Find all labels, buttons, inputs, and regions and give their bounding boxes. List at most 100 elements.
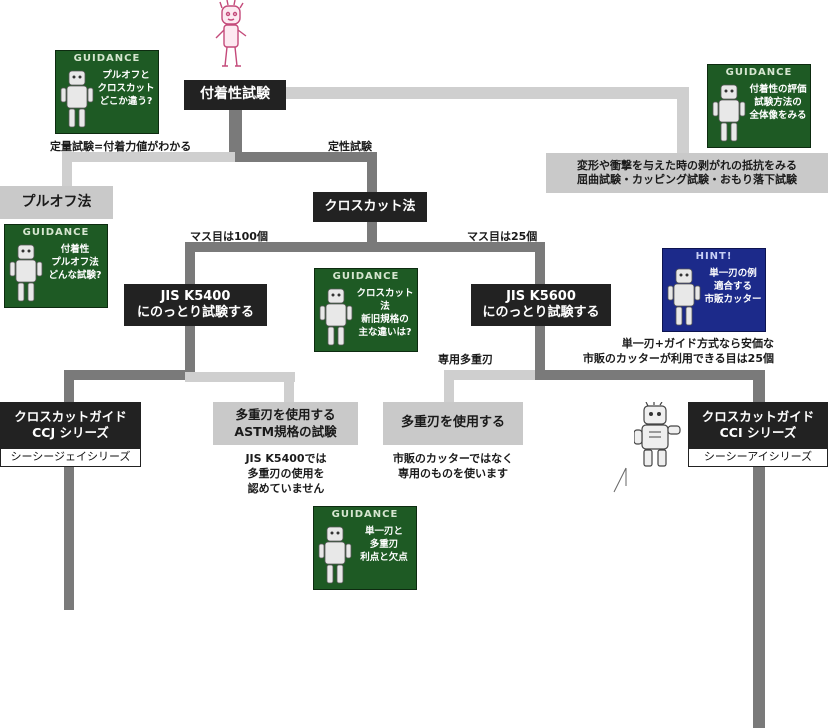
connector-line	[535, 326, 545, 374]
connector-line	[444, 370, 454, 402]
card-text: 付着性の評価 試験方法の 全体像をみる	[748, 83, 808, 122]
node-label: クロスカット法	[324, 198, 416, 214]
card-line: プルオフ法	[51, 257, 99, 268]
grid-100-label: マス目は100個	[190, 230, 268, 243]
note-line: 認めていません	[247, 482, 325, 495]
note-line: 単一刃+ガイド方式なら安価な	[621, 337, 774, 350]
robot-icon	[60, 70, 94, 128]
node-label: CCI シリーズ	[719, 425, 797, 440]
card-line: 付着性	[60, 244, 90, 255]
qualitative-label: 定性試験	[328, 140, 372, 153]
card-line: どんな試験?	[48, 270, 102, 281]
card-line: 利点と欠点	[360, 552, 408, 563]
guidance-card[interactable]: GUIDANCE 付着性の評価 試験方法の 全体像をみる	[707, 64, 811, 148]
grid-25-label: マス目は25個	[467, 230, 538, 243]
node-label: JIS K5400	[160, 288, 231, 304]
cross-cut-node: クロスカット法	[313, 192, 427, 222]
card-header: GUIDANCE	[22, 227, 90, 238]
node-sublabel: シーシージェイシリーズ	[10, 450, 131, 463]
ccj-series-subtitle: シーシージェイシリーズ	[0, 448, 141, 467]
impact-test-node: 変形や衝撃を与えた時の剥がれの抵抗をみる 屈曲試験・カッピング試験・おもり落下試…	[546, 153, 828, 193]
adhesion-test-node: 付着性試験	[184, 80, 286, 110]
node-label: にのっとり試験する	[482, 305, 600, 320]
connector-line	[444, 370, 544, 380]
accent-mark-icon	[613, 467, 627, 493]
connector-line	[64, 370, 74, 610]
card-line: クロスカット	[97, 83, 155, 94]
connector-line	[367, 222, 377, 250]
card-line: どこか違う?	[99, 96, 153, 107]
card-line: 適合する	[713, 281, 752, 292]
card-line: 新旧規格の	[361, 314, 409, 325]
quantitative-label: 定量試験=付着力値がわかる	[50, 140, 192, 153]
multi-blade-node: 多重刃を使用する	[383, 402, 523, 445]
card-line: 付着性の評価	[749, 84, 807, 95]
connector-line	[185, 372, 295, 382]
connector-line	[185, 242, 545, 252]
guidance-card[interactable]: GUIDANCE プルオフと クロスカット どこか違う?	[55, 50, 159, 134]
note-line: 市販のカッターが利用できる目は25個	[582, 352, 774, 365]
note-line: JIS K5400では	[245, 452, 327, 465]
node-label: プルオフ法	[21, 194, 92, 211]
connector-line	[285, 87, 689, 99]
robot-icon	[712, 84, 746, 142]
connector-line	[284, 372, 294, 402]
dedicated-multi-label: 専用多重刃	[438, 353, 493, 366]
note-line: 多重刃の使用を	[247, 467, 325, 480]
card-text: 付着性 プルオフ法 どんな試験?	[45, 243, 105, 282]
connector-line	[64, 370, 194, 380]
node-sublabel: シーシーアイシリーズ	[703, 450, 813, 463]
connector-line	[677, 87, 689, 153]
guidance-card[interactable]: GUIDANCE 単一刃と 多重刃 利点と欠点	[313, 506, 417, 590]
card-line: 市販カッター	[704, 294, 762, 305]
cci-series-subtitle: シーシーアイシリーズ	[688, 448, 828, 467]
connector-line	[235, 152, 377, 162]
connector-line	[229, 110, 242, 160]
mascot-figure-icon	[215, 0, 247, 67]
node-label: JIS K5600	[506, 288, 576, 304]
card-header: GUIDANCE	[331, 509, 399, 520]
cci-series-node: クロスカットガイド CCI シリーズ	[688, 402, 828, 448]
guidance-card[interactable]: GUIDANCE クロスカット法 新旧規格の 主な違いは?	[314, 268, 418, 352]
robot-icon	[319, 288, 353, 346]
note-line: 専用のものを使います	[398, 467, 508, 480]
card-header: GUIDANCE	[725, 67, 793, 78]
node-label: 多重刃を使用する	[235, 407, 336, 423]
connector-line	[367, 152, 377, 192]
connector-line	[62, 152, 238, 162]
jis-k5400-node: JIS K5400 にのっとり試験する	[124, 284, 267, 326]
card-line: 主な違いは?	[358, 327, 412, 338]
robot-icon	[9, 244, 43, 302]
card-text: 単一刃の例 適合する 市販カッター	[703, 267, 763, 306]
robot-icon	[634, 402, 681, 467]
node-label: CCJ シリーズ	[32, 425, 109, 440]
hint-card[interactable]: HINT! 単一刃の例 適合する 市販カッター	[662, 248, 766, 332]
k5400-note: JIS K5400では 多重刃の使用を 認めていません	[216, 451, 356, 496]
connector-line	[185, 242, 195, 284]
node-label: クロスカットガイド	[701, 409, 815, 425]
connector-line	[185, 326, 195, 374]
card-line: 全体像をみる	[749, 110, 807, 121]
guidance-card[interactable]: GUIDANCE 付着性 プルオフ法 どんな試験?	[4, 224, 108, 308]
robot-icon	[667, 268, 701, 326]
node-label: 変形や衝撃を与えた時の剥がれの抵抗をみる	[577, 158, 797, 172]
card-line: プルオフと	[102, 70, 150, 81]
card-line: 試験方法の	[754, 97, 802, 108]
node-label: 多重刃を使用する	[400, 415, 505, 431]
node-label: 屈曲試験・カッピング試験・おもり落下試験	[577, 173, 797, 186]
card-text: 単一刃と 多重刃 利点と欠点	[354, 525, 414, 564]
single-blade-note: 単一刃+ガイド方式なら安価な 市販のカッターが利用できる目は25個	[552, 336, 774, 366]
dedicated-note: 市販のカッターではなく 専用のものを使います	[380, 451, 526, 481]
jis-k5600-node: JIS K5600 にのっとり試験する	[471, 284, 611, 326]
card-header: GUIDANCE	[332, 271, 400, 282]
card-header: HINT!	[695, 251, 733, 262]
pull-off-node: プルオフ法	[0, 186, 113, 219]
node-label: にのっとり試験する	[136, 305, 254, 320]
node-label: ASTM規格の試験	[234, 423, 337, 439]
note-line: 市販のカッターではなく	[392, 452, 514, 465]
robot-icon	[318, 526, 352, 584]
connector-line	[62, 152, 72, 186]
card-text: クロスカット法 新旧規格の 主な違いは?	[355, 287, 415, 339]
card-line: 単一刃と	[364, 526, 403, 537]
